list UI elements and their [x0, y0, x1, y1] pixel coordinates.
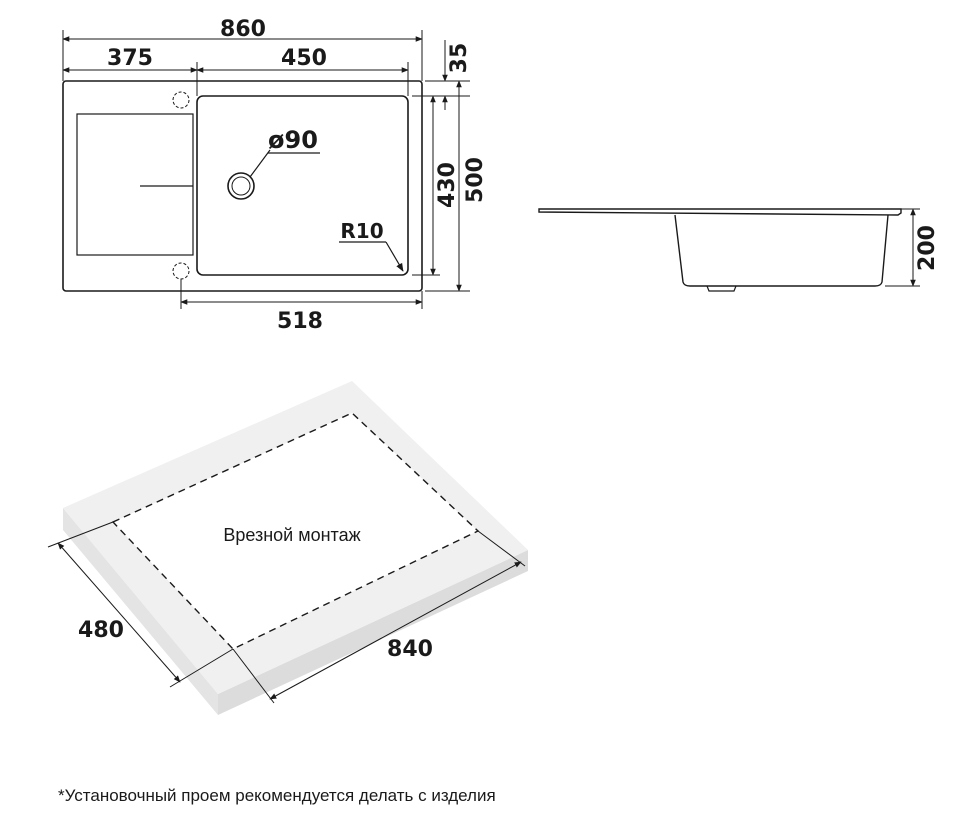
dim-bottom-width: 518: [277, 309, 323, 334]
dim-overall-depth: 500: [463, 157, 488, 203]
dim-cutout-depth: 480: [78, 618, 124, 643]
dim-bowl-depth: 430: [435, 162, 460, 208]
installation-footnote: *Установочный проем рекомендуется делать…: [58, 786, 496, 805]
side-rim: [538, 208, 902, 216]
dim-bowl-width: 450: [281, 46, 327, 71]
dim-bowl-height: 200: [915, 225, 940, 271]
sink-outline: [62, 80, 423, 292]
faucet-hole-bottom: [172, 262, 190, 280]
dim-drainboard-width: 375: [107, 46, 153, 71]
cutout-view: Врезной монтаж 480 840: [47, 381, 528, 715]
dim-edge-offset: 35: [447, 43, 472, 74]
dim-corner-radius: R10: [340, 219, 383, 243]
cutout-label: Врезной монтаж: [223, 525, 360, 545]
faucet-hole-top: [172, 91, 190, 109]
bowl-outline: [196, 95, 409, 276]
drain-hole: [227, 172, 255, 200]
side-view: 200: [538, 208, 940, 292]
top-view: 860 375 450 35 430 500 ø90 R10 518: [62, 17, 488, 334]
drainboard-panel: [76, 113, 194, 256]
dim-cutout-width: 840: [387, 637, 433, 662]
side-bowl: [674, 214, 889, 287]
dim-drain-diameter: ø90: [268, 126, 318, 154]
dim-overall-width: 860: [220, 17, 266, 42]
